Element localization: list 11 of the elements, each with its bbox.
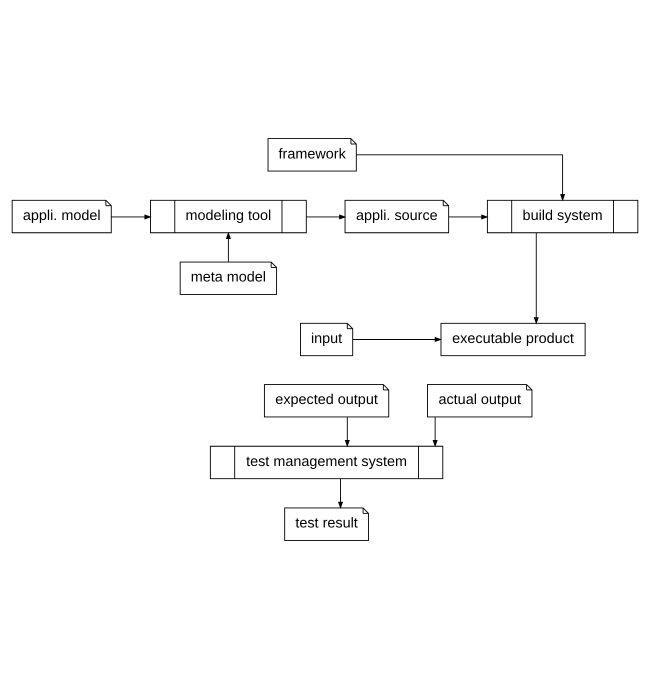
arrow [226,232,231,262]
arrow [356,154,566,202]
arrow [110,214,152,220]
arrow [432,416,438,448]
arrow [448,214,488,220]
arrow [306,214,346,220]
arrow [344,416,350,448]
arrow [352,336,442,342]
arrow [534,232,539,324]
node-box: executable product [440,322,586,356]
arrow [338,478,344,509]
